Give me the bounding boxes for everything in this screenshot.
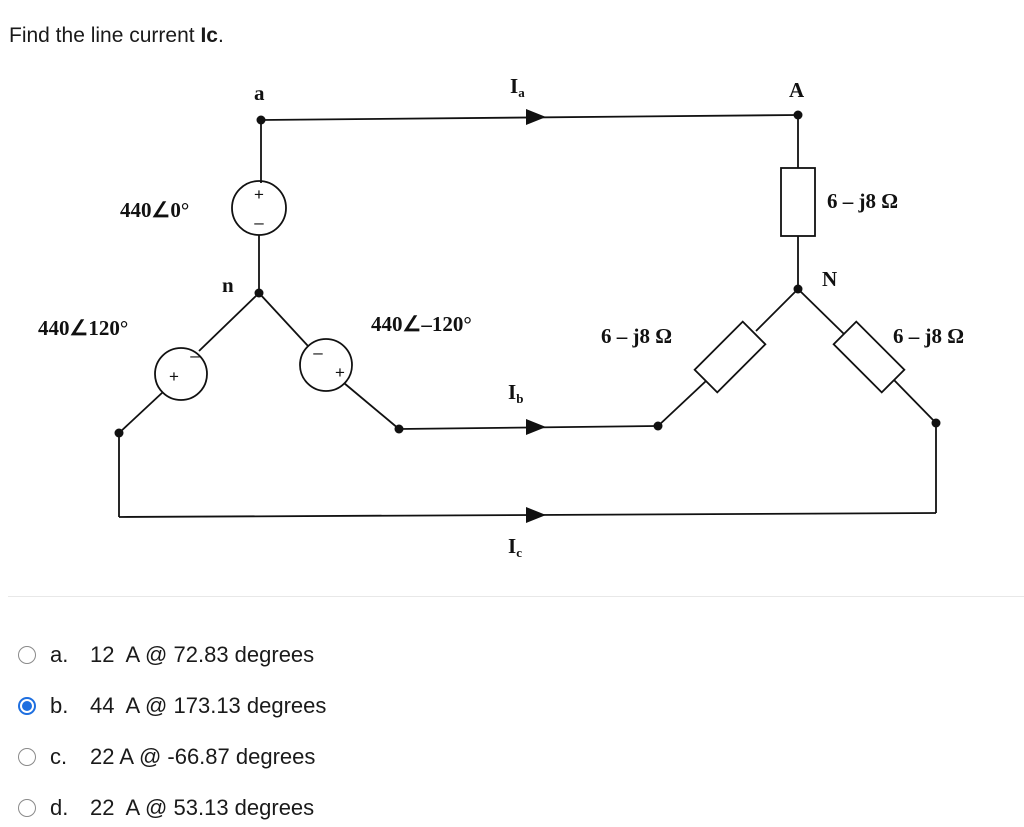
wire-n-source-c — [198, 292, 260, 352]
source-b-minus: – — [313, 343, 323, 362]
question-bold-term: Ic — [200, 24, 218, 47]
source-c-symbol — [154, 347, 208, 401]
label-source-a: 440∠0° — [120, 198, 189, 222]
wire-load-B-node — [657, 380, 707, 427]
radio-option-c[interactable] — [18, 748, 36, 766]
label-impedance-A: 6 – j8 Ω — [827, 189, 898, 213]
node-n — [254, 288, 264, 298]
option-c-letter: c. — [50, 744, 68, 769]
node-C — [931, 418, 941, 428]
source-b-symbol — [299, 338, 353, 392]
wire-load-C-node — [893, 379, 937, 424]
wire-n-source-b — [258, 292, 309, 347]
label-node-A: A — [789, 78, 805, 102]
question-text: Find the line current Ic. — [9, 24, 224, 48]
label-impedance-C: 6 – j8 Ω — [893, 324, 964, 348]
option-d-letter: d. — [50, 795, 69, 820]
option-d[interactable]: d. 22 A @ 53.13 degrees — [18, 793, 314, 823]
question-suffix: . — [217, 24, 224, 47]
radio-option-a[interactable] — [18, 646, 36, 664]
node-N — [793, 284, 803, 294]
divider — [8, 596, 1024, 597]
source-a-minus: – — [254, 213, 264, 232]
option-b-letter: b. — [50, 693, 69, 718]
radio-option-d[interactable] — [18, 799, 36, 817]
circuit-diagram: + – + – – + a n A N 440∠0° 440∠120° 440∠… — [38, 74, 964, 560]
node-b — [394, 424, 404, 434]
option-a-letter: a. — [50, 642, 69, 667]
source-c-plus: + — [169, 367, 179, 386]
question-prefix: Find the line current — [9, 24, 201, 47]
arrow-Ic — [526, 507, 546, 523]
option-b[interactable]: b. 44 A @ 173.13 degrees — [18, 691, 326, 721]
wire-N-load-C — [797, 288, 845, 335]
wire-N-load-B — [755, 288, 799, 332]
label-source-c: 440∠120° — [38, 316, 128, 340]
wire-source-b-node — [343, 382, 400, 430]
source-a-plus: + — [254, 185, 264, 204]
label-current-Ia: Ia — [510, 74, 525, 100]
label-current-Ic: Ic — [508, 534, 522, 560]
option-c[interactable]: c. 22 A @ -66.87 degrees — [18, 742, 315, 772]
source-b-plus: + — [335, 363, 345, 382]
wire-source-c-node — [118, 391, 164, 434]
label-impedance-B: 6 – j8 Ω — [601, 324, 672, 348]
label-node-N: N — [822, 267, 837, 291]
node-B — [653, 421, 663, 431]
option-a[interactable]: a. 12 A @ 72.83 degrees — [18, 640, 314, 670]
label-current-Ib: Ib — [508, 380, 523, 406]
label-source-b: 440∠–120° — [371, 312, 472, 336]
option-a-text: 12 A @ 72.83 degrees — [90, 642, 315, 667]
label-node-n: n — [222, 273, 234, 297]
arrow-Ib — [526, 419, 546, 435]
label-node-a: a — [254, 81, 265, 105]
source-c-minus: – — [190, 346, 200, 365]
option-c-text: 22 A @ -66.87 degrees — [90, 744, 316, 769]
arrow-Ia — [526, 109, 546, 125]
radio-option-b[interactable] — [18, 697, 36, 715]
option-d-text: 22 A @ 53.13 degrees — [90, 795, 315, 820]
impedance-C — [832, 320, 906, 394]
impedance-A — [780, 167, 816, 237]
node-c — [114, 428, 124, 438]
node-A — [793, 110, 803, 120]
node-a — [256, 115, 266, 125]
option-b-text: 44 A @ 173.13 degrees — [90, 693, 327, 718]
